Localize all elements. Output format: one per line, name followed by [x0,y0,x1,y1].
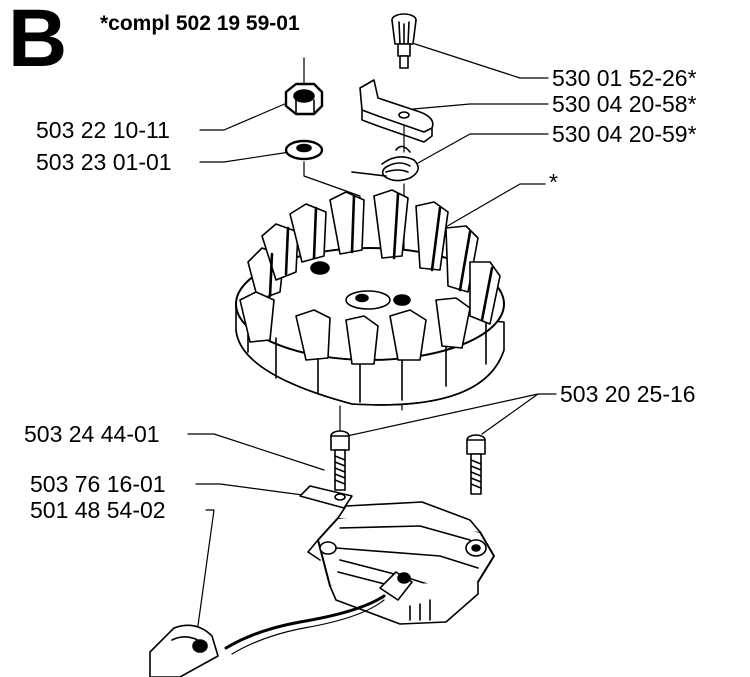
section-letter: B [8,0,68,84]
callout-ignition-module: 501 48 54-02 [30,497,166,523]
callout-washer: 503 23 01-01 [36,149,172,175]
callout-spring: 530 04 20-59* [552,121,697,147]
coil-screw-right [466,434,486,495]
assembly-note: *compl 502 19 59-01 [100,12,300,35]
hex-nut [284,82,324,116]
callout-coil-screws: 503 20 25-16 [560,381,696,407]
ground-plate [299,485,353,509]
callout-screw-left: 503 24 44-01 [24,421,160,447]
ignition-module [149,501,495,677]
pawl [359,79,434,143]
callout-nut: 503 22 10-11 [36,117,170,143]
coil-screw-left [330,430,350,491]
callout-pawl: 530 04 20-58* [552,91,697,117]
callout-flywheel: * [549,169,558,195]
callout-ground-plate: 503 76 16-01 [30,471,166,497]
knob-pin [391,13,417,69]
callout-knob: 530 01 52-26* [552,65,697,91]
flywheel [235,189,505,406]
washer [284,139,324,161]
spring [351,145,419,182]
